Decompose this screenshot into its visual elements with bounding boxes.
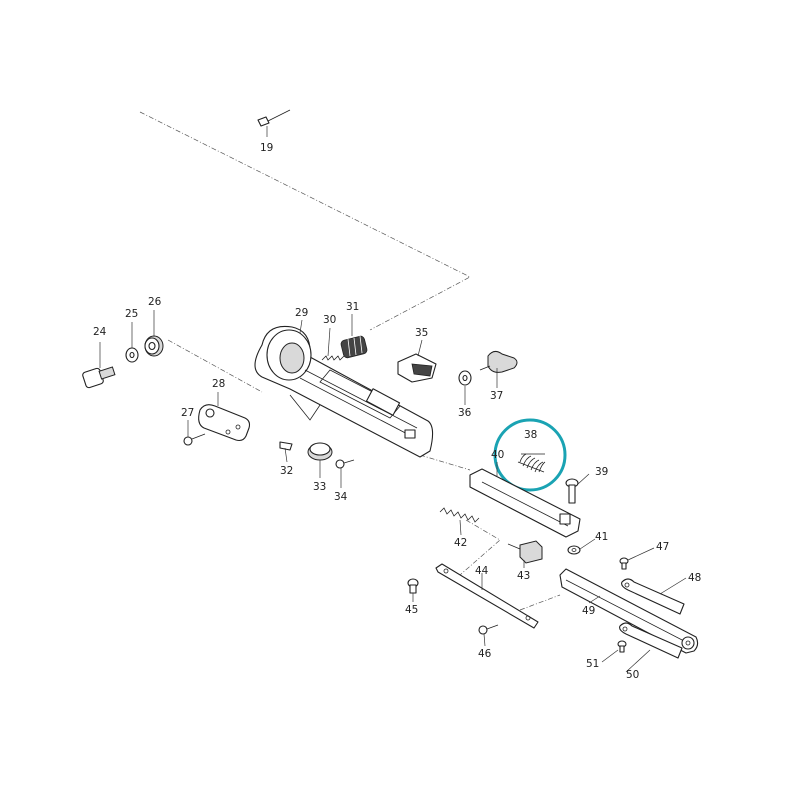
label-24: 24 [93, 326, 107, 338]
label-34: 34 [334, 491, 348, 503]
part-28-plate[interactable] [198, 404, 251, 442]
part-41-nut[interactable] [567, 545, 581, 555]
part-25-washer[interactable] [125, 347, 139, 363]
label-36: 36 [458, 407, 472, 419]
label-42: 42 [454, 537, 467, 549]
label-25: 25 [125, 308, 138, 320]
label-44: 44 [475, 565, 489, 577]
part-51-screw[interactable] [617, 640, 627, 653]
part-35-lever[interactable] [397, 353, 437, 383]
label-33: 33 [313, 481, 326, 493]
part-37-wing-bolt[interactable] [479, 350, 518, 373]
part-44-plate[interactable] [435, 563, 539, 629]
part-24-bolt[interactable] [82, 366, 116, 389]
label-45: 45 [405, 604, 418, 616]
part-50-link[interactable] [619, 622, 683, 659]
part-29-housing[interactable] [254, 325, 434, 458]
label-30: 30 [323, 314, 336, 326]
label-35: 35 [415, 327, 428, 339]
part-labels: 19 24 25 26 27 28 29 30 31 32 33 34 35 3… [93, 142, 701, 681]
part-34-screw[interactable] [335, 459, 355, 469]
part-42-spring[interactable] [439, 507, 480, 523]
label-46: 46 [478, 648, 492, 660]
label-38: 38 [524, 429, 537, 441]
part-31-knob[interactable] [340, 335, 368, 359]
part-27-screw[interactable] [183, 433, 206, 446]
label-27: 27 [181, 407, 194, 419]
part-45-screw[interactable] [407, 578, 419, 594]
label-37: 37 [490, 390, 503, 402]
part-33-foot[interactable] [307, 442, 333, 461]
label-32: 32 [280, 465, 293, 477]
part-26-bushing[interactable] [144, 335, 164, 357]
part-47-screw[interactable] [619, 557, 629, 570]
label-40: 40 [491, 449, 504, 461]
label-47: 47 [656, 541, 669, 553]
highlight-circle [493, 418, 567, 492]
part-40-bracket[interactable] [469, 468, 581, 538]
part-32-clip[interactable] [279, 441, 293, 451]
label-26: 26 [148, 296, 162, 308]
part-38-spring[interactable] [517, 453, 546, 473]
part-43-block[interactable] [507, 540, 543, 564]
label-19: 19 [260, 142, 273, 154]
part-39-pin[interactable] [565, 478, 579, 504]
label-43: 43 [517, 570, 530, 582]
label-29: 29 [295, 307, 308, 319]
part-30-spring[interactable] [321, 355, 345, 361]
label-49: 49 [582, 605, 595, 617]
part-48-link[interactable] [621, 578, 685, 615]
label-51: 51 [586, 658, 599, 670]
label-48: 48 [688, 572, 701, 584]
part-49-arm[interactable] [559, 568, 699, 654]
label-31: 31 [346, 301, 359, 313]
leader-lines [99, 126, 687, 673]
part-19-screw[interactable] [257, 109, 291, 127]
label-50: 50 [626, 669, 639, 681]
part-36-washer[interactable] [458, 370, 472, 386]
label-39: 39 [595, 466, 608, 478]
label-41: 41 [595, 531, 608, 543]
part-46-screw[interactable] [478, 624, 499, 635]
label-28: 28 [212, 378, 225, 390]
